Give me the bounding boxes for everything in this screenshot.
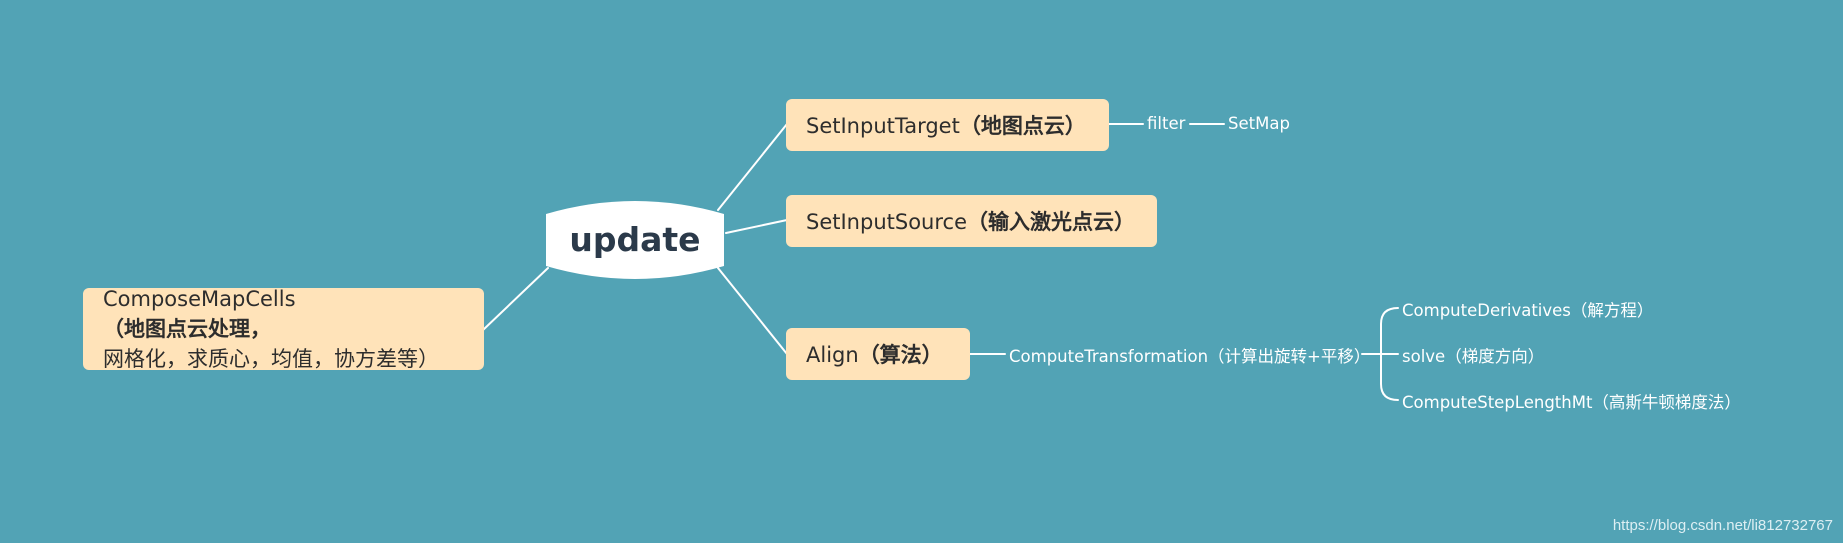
node-label-cn: （算法） bbox=[858, 343, 943, 367]
node-align-label: Align（算法） bbox=[806, 339, 943, 369]
node-set-input-source-label: SetInputSource（输入激光点云） bbox=[806, 206, 1135, 236]
leaf-compute-step-length[interactable]: ComputeStepLengthMt（高斯牛顿梯度法） bbox=[1402, 393, 1741, 412]
connector-root-align bbox=[717, 267, 788, 355]
connector-root-source bbox=[725, 219, 788, 234]
node-label-en: SetInputSource bbox=[806, 210, 967, 234]
connector-root-compose bbox=[482, 267, 549, 331]
root-node-update[interactable]: update bbox=[569, 219, 701, 259]
node-label-cn: （地图点云） bbox=[959, 114, 1086, 138]
connector-root-target bbox=[717, 123, 788, 211]
node-label-en: SetInputTarget bbox=[806, 114, 960, 138]
node-set-input-target[interactable]: SetInputTarget（地图点云） bbox=[786, 99, 1109, 151]
node-align[interactable]: Align（算法） bbox=[786, 328, 970, 380]
node-set-input-source[interactable]: SetInputSource（输入激光点云） bbox=[786, 195, 1157, 247]
root-node-shape bbox=[546, 201, 724, 279]
node-compose-line-2: 网格化，求质心，均值，协方差等） bbox=[103, 347, 439, 371]
leaf-filter[interactable]: filter bbox=[1147, 114, 1186, 133]
node-compose-map-cells[interactable]: ComposeMapCells （地图点云处理， 网格化，求质心，均值，协方差等） bbox=[83, 287, 484, 371]
node-label-cn: （地图点云处理， bbox=[103, 317, 271, 341]
leaf-compute-transformation[interactable]: ComputeTransformation（计算出旋转+平移） bbox=[1009, 347, 1371, 366]
node-compose-line-1: ComposeMapCells （地图点云处理， bbox=[103, 284, 296, 344]
leaf-compute-derivatives[interactable]: ComputeDerivatives（解方程） bbox=[1402, 301, 1654, 320]
leaf-solve[interactable]: solve（梯度方向） bbox=[1402, 347, 1545, 366]
node-set-input-target-label: SetInputTarget（地图点云） bbox=[806, 110, 1086, 140]
watermark: https://blog.csdn.net/li812732767 bbox=[1612, 517, 1833, 534]
leaf-set-map[interactable]: SetMap bbox=[1228, 114, 1290, 133]
node-label-en: ComposeMapCells bbox=[103, 287, 296, 311]
node-label-cn: （输入激光点云） bbox=[967, 210, 1135, 234]
node-label-en: Align bbox=[806, 343, 859, 367]
